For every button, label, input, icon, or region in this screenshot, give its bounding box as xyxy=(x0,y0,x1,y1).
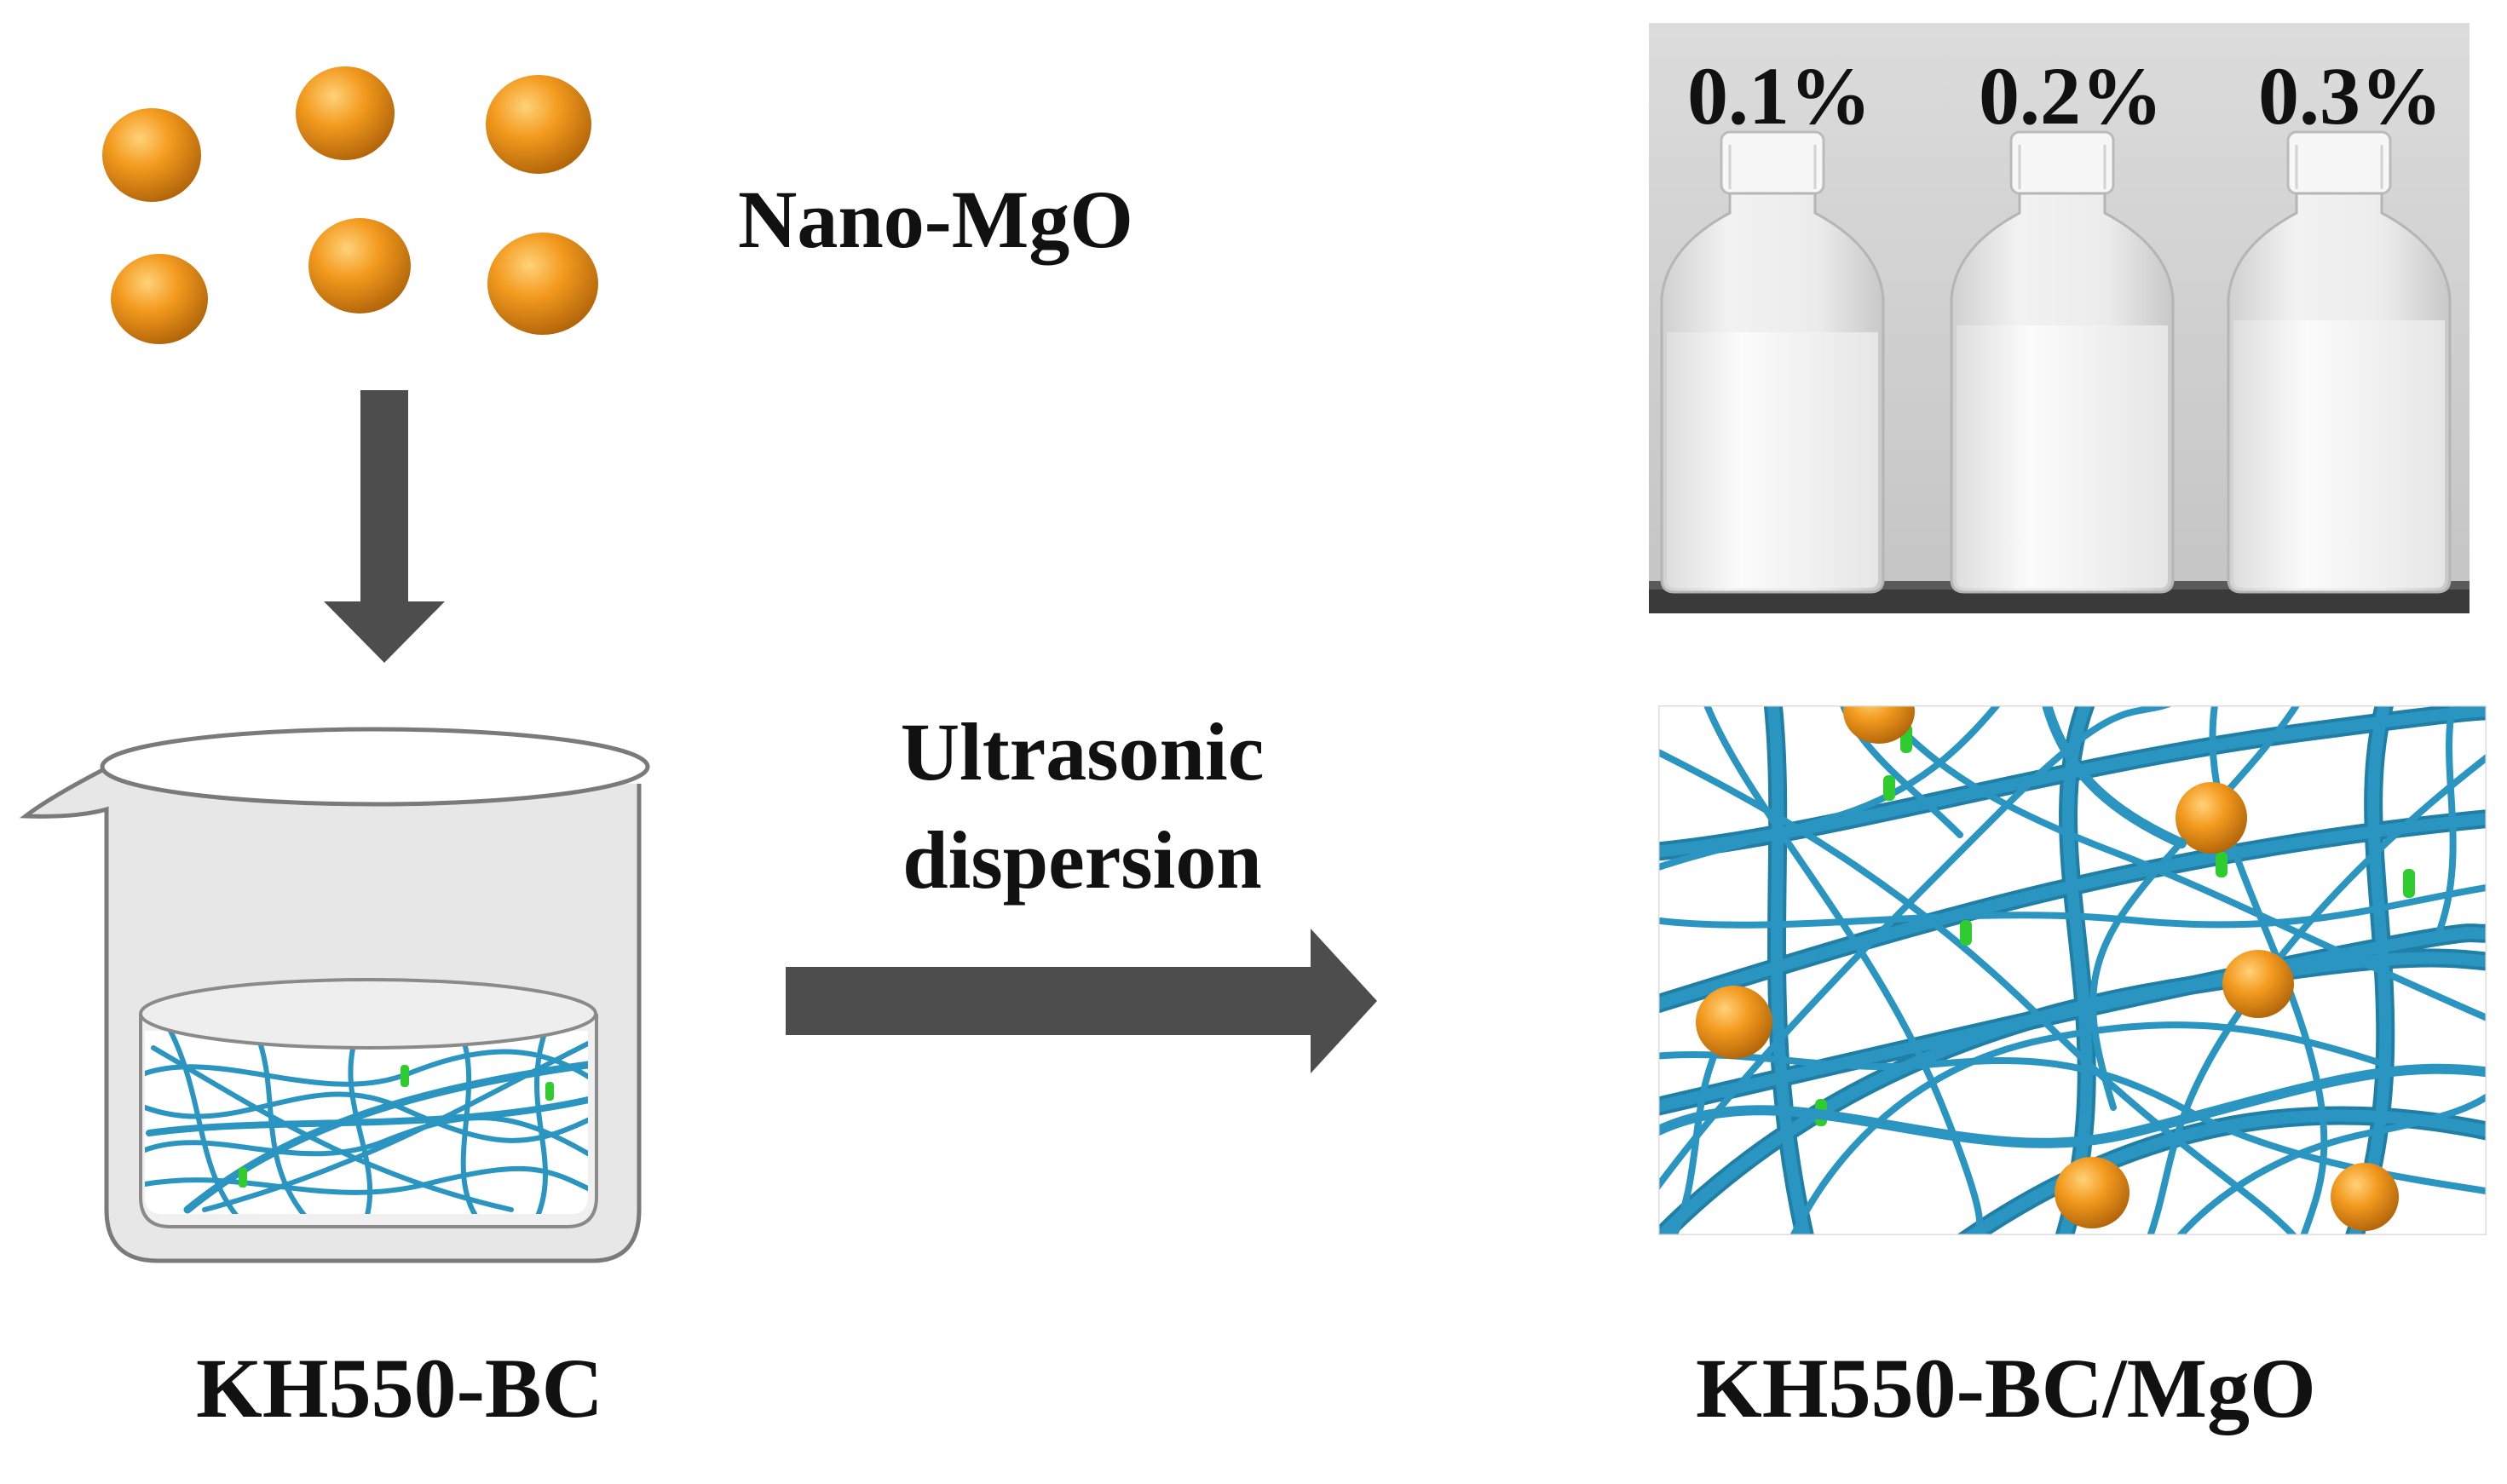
concentration-label: 0.1% xyxy=(1687,50,1871,141)
bottle-icon xyxy=(2227,130,2452,594)
process-label: Ultrasonic dispersion xyxy=(900,706,1265,906)
particle-icon xyxy=(486,75,591,174)
concentration-label: 0.3% xyxy=(2258,50,2442,141)
particle-group xyxy=(102,66,598,344)
particle-icon xyxy=(111,254,208,344)
particle-icon xyxy=(102,108,201,202)
particle-icon xyxy=(1843,705,1915,744)
particle-icon xyxy=(2055,1157,2130,1228)
particle-icon xyxy=(487,233,598,335)
particle-icon xyxy=(2176,782,2247,854)
particle-icon xyxy=(296,66,395,160)
nano-mgo-label: Nano-MgO xyxy=(738,174,1133,265)
particle-icon xyxy=(2331,1163,2399,1231)
particle-icon xyxy=(2222,950,2294,1018)
particle-icon xyxy=(1696,986,1772,1059)
bottle-icon xyxy=(1950,130,2175,594)
right-arrow-icon xyxy=(786,929,1377,1073)
beaker-fibers xyxy=(145,1031,588,1214)
particle-icon xyxy=(308,218,411,313)
beaker-icon xyxy=(19,727,650,1263)
down-arrow-icon xyxy=(324,390,445,663)
kh550-bc-mgo-label: KH550-BC/MgO xyxy=(1696,1341,2316,1435)
kh550-bc-label: KH550-BC xyxy=(196,1341,603,1435)
bottles-photo: 0.1% 0.2% 0.3% xyxy=(1649,23,2470,613)
fiber-network xyxy=(1658,705,2487,1235)
bottle-icon xyxy=(1660,130,1885,594)
concentration-label: 0.2% xyxy=(1979,50,2163,141)
